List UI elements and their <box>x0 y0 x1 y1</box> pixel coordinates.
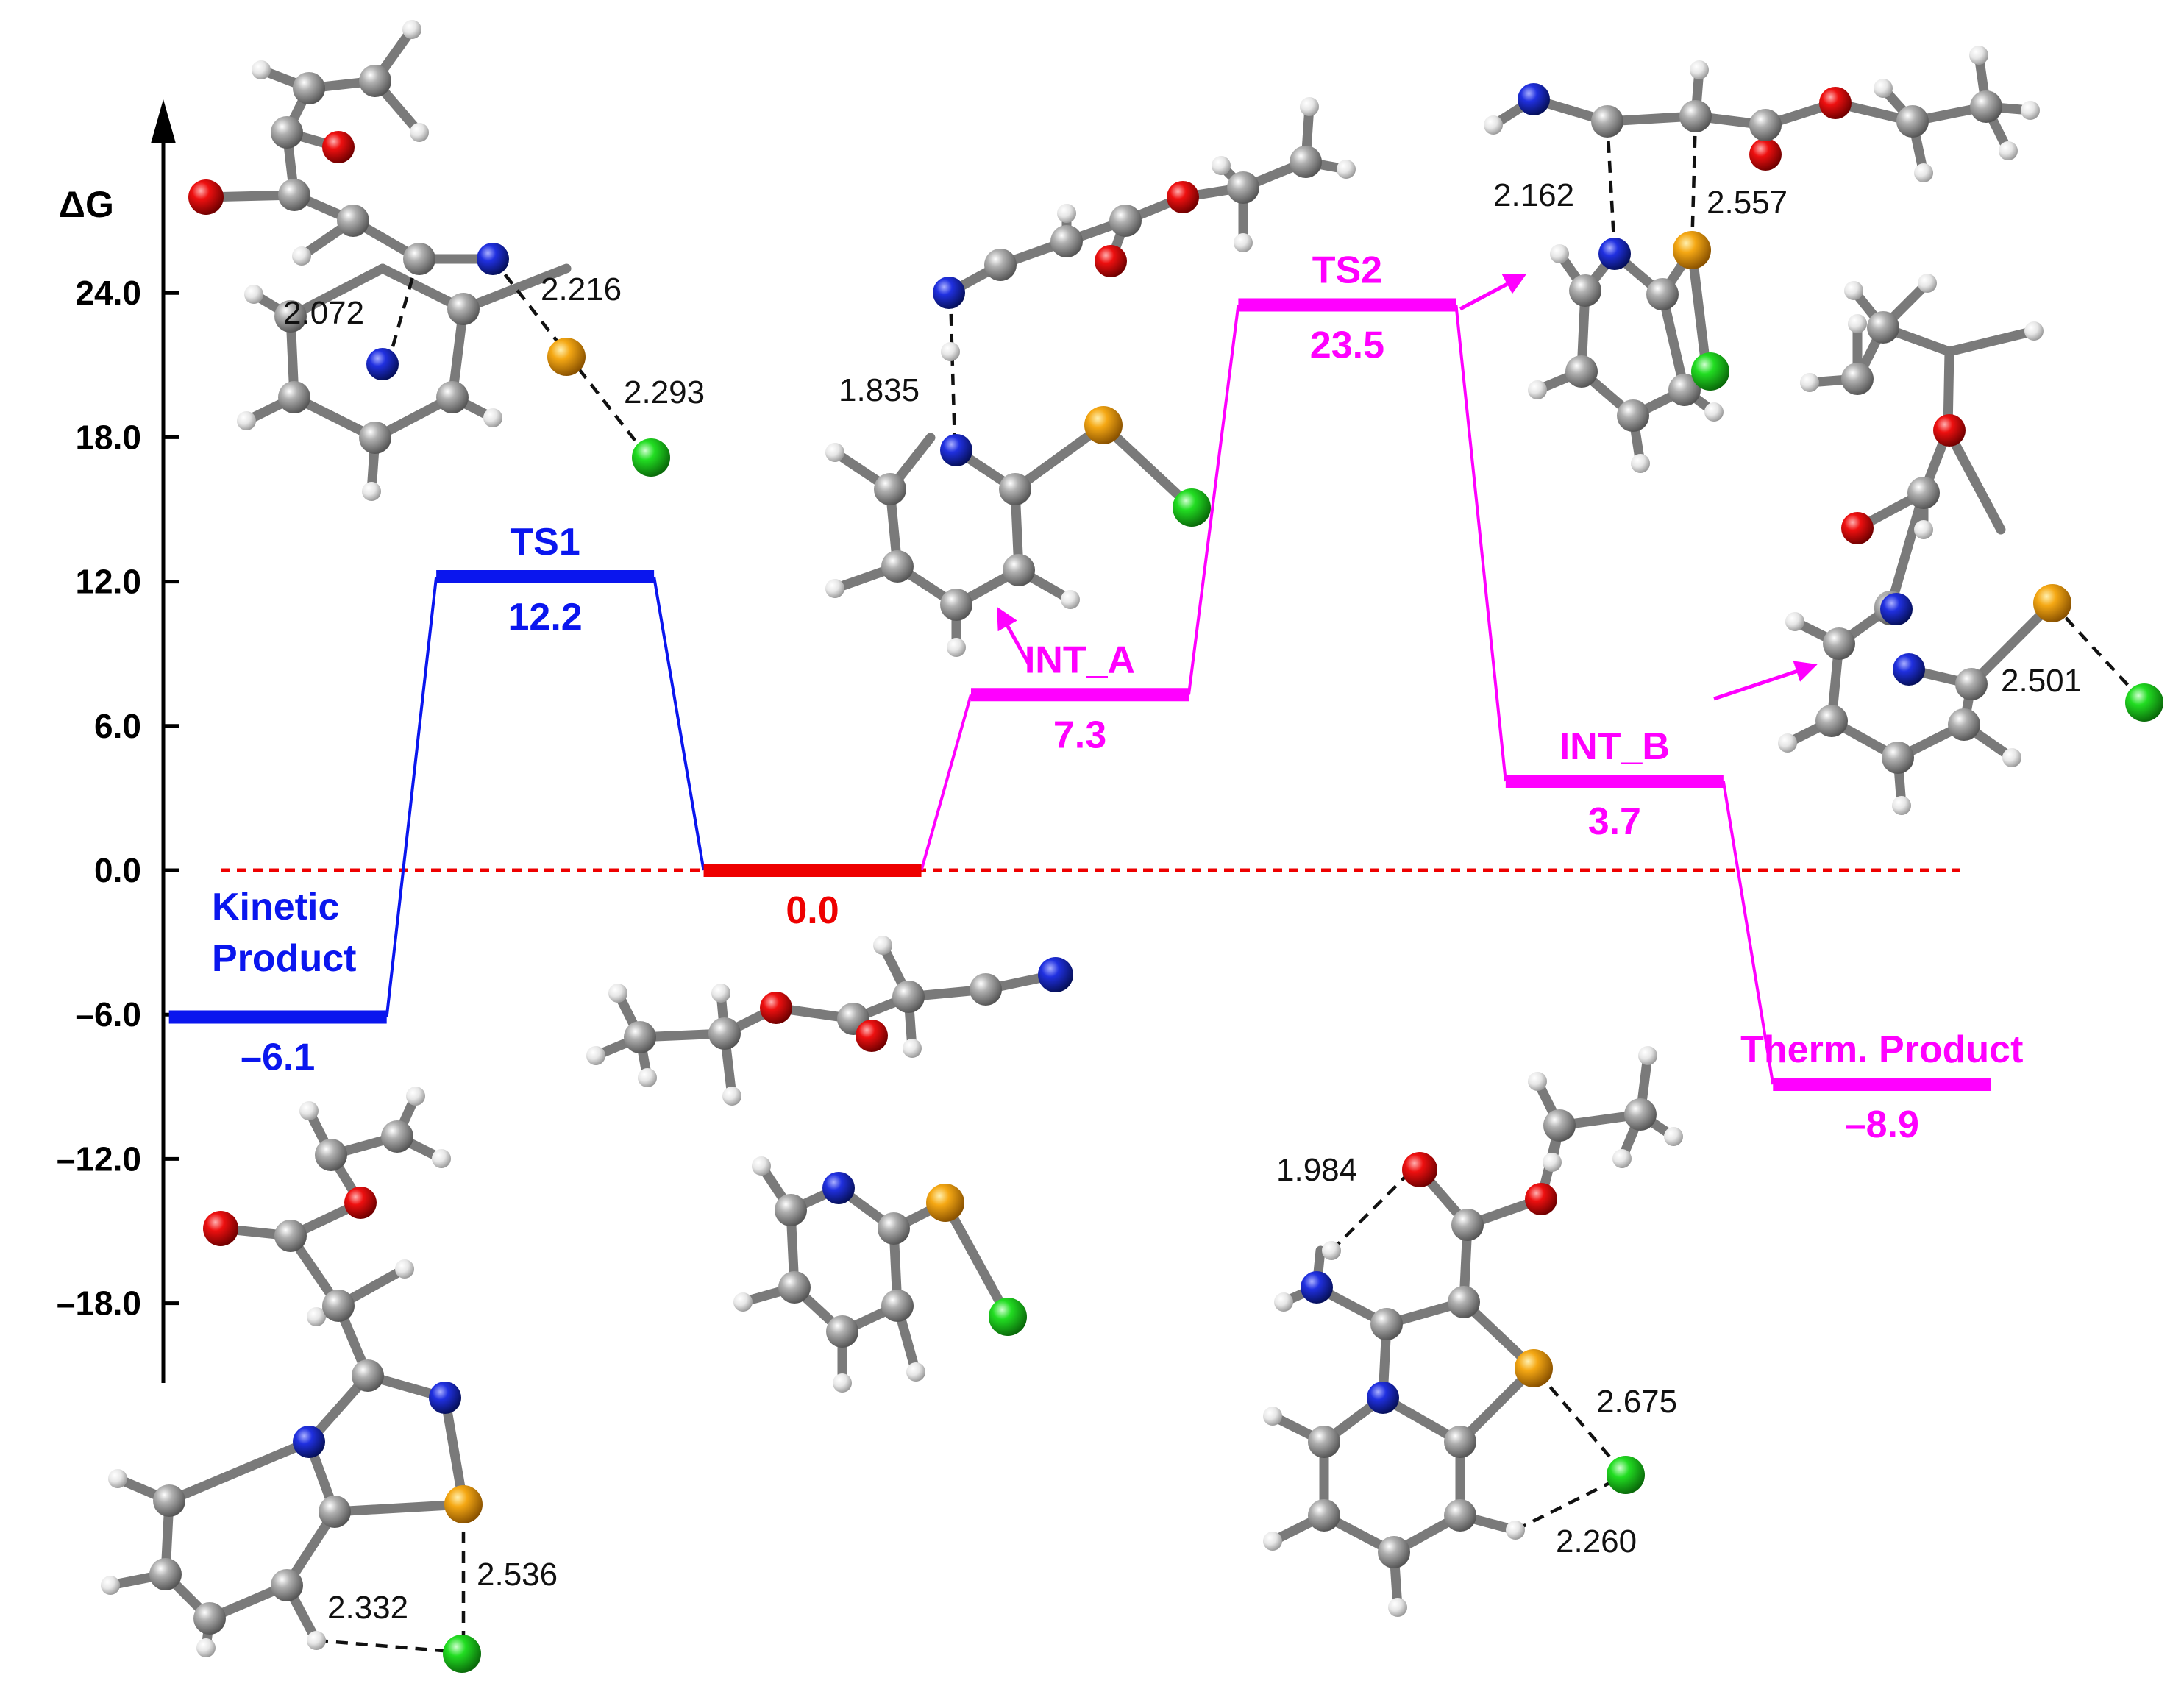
connector-line <box>1187 305 1240 695</box>
distance-label: 2.216 <box>541 271 622 307</box>
molecule-kinetic-product: 2.332 2.536 <box>101 1087 558 1673</box>
distance-label: 2.162 <box>1493 177 1574 213</box>
energy-value-label: 12.2 <box>508 596 583 639</box>
y-tick-label: 24.0 <box>75 274 141 312</box>
y-tick-label: 0.0 <box>94 851 141 889</box>
level-name-label: Product <box>212 937 356 980</box>
molecule-int-a: 1.835 <box>825 97 1356 657</box>
connector-line <box>385 576 438 1017</box>
energy-value-label: 7.3 <box>1053 714 1106 756</box>
distance-label: 2.536 <box>477 1557 558 1593</box>
y-tick-label: 6.0 <box>94 707 141 745</box>
energy-value-label: –6.1 <box>241 1036 315 1078</box>
molecule-ts2: 2.162 2.557 <box>1484 46 2040 473</box>
energy-value-label: –8.9 <box>1845 1103 1919 1146</box>
y-tick-label: 18.0 <box>75 418 141 456</box>
connector-lines <box>385 305 1775 1085</box>
y-tick-label: –12.0 <box>57 1139 141 1178</box>
y-axis-ticks: 24.0 18.0 12.0 6.0 0.0 –6.0 –12.0 –18.0 <box>57 274 179 1323</box>
molecule-int-b: 2.501 <box>1778 274 2163 815</box>
annotation-arrows <box>997 274 1818 701</box>
molecule-therm-product: 1.984 2.675 2.260 <box>1263 1046 1683 1617</box>
distance-label: 2.072 <box>283 295 364 331</box>
distance-label: 2.293 <box>624 374 705 410</box>
molecule-ts1: 2.072 2.216 2.293 <box>188 20 705 501</box>
y-axis-arrowhead <box>151 99 176 143</box>
y-tick-label: –18.0 <box>57 1284 141 1323</box>
molecule-reactants <box>586 936 1073 1393</box>
energy-value-label: 23.5 <box>1310 324 1384 367</box>
distance-label: 2.260 <box>1556 1523 1637 1560</box>
level-name-label: INT_A <box>1025 639 1135 681</box>
level-name-label: Kinetic <box>212 886 339 928</box>
distance-label: 2.675 <box>1596 1384 1677 1420</box>
level-name-label: INT_B <box>1559 725 1670 768</box>
y-axis-label: ΔG <box>59 184 114 225</box>
arrow-int-b <box>1713 661 1818 701</box>
arrow-int-a <box>997 606 1032 667</box>
level-name-label: TS1 <box>510 521 580 563</box>
connector-line <box>920 694 972 871</box>
y-tick-label: –6.0 <box>75 995 141 1034</box>
energy-value-label: 3.7 <box>1588 800 1641 843</box>
arrow-ts2 <box>1459 274 1527 311</box>
energy-value-label: 0.0 <box>786 889 839 932</box>
distance-label: 1.984 <box>1276 1152 1357 1188</box>
level-name-label: Therm. Product <box>1740 1028 2023 1071</box>
connector-line <box>1454 305 1507 782</box>
distance-label: 2.332 <box>327 1590 408 1626</box>
distance-label: 1.835 <box>839 372 920 408</box>
distance-label: 2.557 <box>1707 185 1788 221</box>
distance-label: 2.501 <box>2001 663 2082 699</box>
level-name-label: TS2 <box>1312 249 1382 292</box>
connector-line <box>1721 781 1775 1085</box>
y-tick-label: 12.0 <box>75 563 141 601</box>
connector-line <box>652 576 705 871</box>
